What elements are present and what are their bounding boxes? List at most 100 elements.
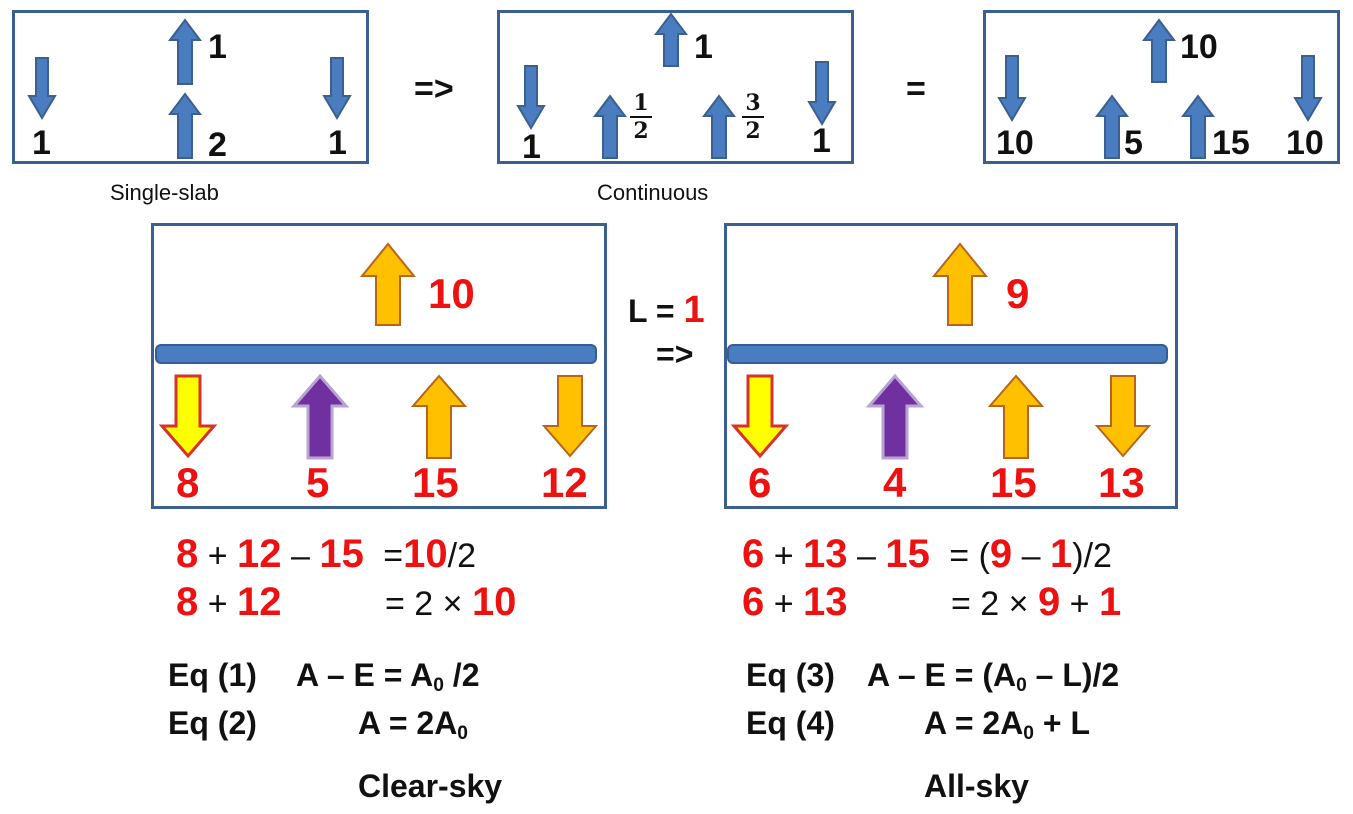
term: 13 [803, 580, 848, 624]
term: 9 [1037, 580, 1061, 624]
yellow-down-arrow-icon [158, 374, 218, 459]
clear-sky-numeric-eq-1: 8 + 12 – 15 =10/2 [176, 534, 476, 574]
operator: + [207, 537, 228, 575]
purple-up-arrow-icon [865, 373, 925, 460]
all-sky-sfc-up-value: 15 [990, 459, 1037, 506]
clear-sky-slab [155, 344, 597, 364]
single-slab-caption: Single-slab [110, 180, 219, 205]
eq1-label: Eq (1) [168, 657, 257, 693]
term: 6 [742, 532, 765, 576]
eq4-subscript: 0 [1023, 722, 1034, 744]
eq2-expression: A = 2A0 [358, 707, 468, 743]
scaled-up-top-value: 10 [1180, 28, 1218, 66]
term: 15 [885, 532, 930, 576]
operator: – [290, 537, 310, 575]
eq1-tail: /2 [443, 657, 480, 693]
term: 12 [237, 532, 282, 576]
all-sky-numeric-eq-1: 6 + 13 – 15 = (9 – 1)/2 [742, 534, 1112, 574]
up-arrow-icon [168, 18, 202, 85]
up-arrow-icon [1095, 94, 1129, 159]
continuous-down-right-value: 1 [812, 122, 831, 160]
up-arrow-icon [168, 92, 202, 159]
operator: = [383, 537, 404, 575]
continuous-up-top-value: 1 [694, 28, 713, 66]
eq4-left: A = 2A [924, 705, 1024, 741]
eq4-label: Eq (4) [746, 705, 835, 741]
up-arrow-icon [1181, 94, 1215, 159]
eq1-left: A – E = A [296, 657, 434, 693]
eq2-subscript: 0 [457, 722, 468, 744]
operator: /2 [447, 537, 477, 575]
clear-sky-numeric-eq-2: 8 + 12 = 2 × 10 [176, 582, 516, 622]
clear-sky-sfc-down-sw-value: 8 [176, 459, 200, 506]
scaled-down-left-value: 10 [996, 124, 1034, 162]
all-sky-caption: All-sky [924, 768, 1029, 804]
clear-sky-sfc-down-value: 12 [541, 459, 588, 506]
operator-equals: = [906, 70, 926, 108]
eq3-tail: – L)/2 [1026, 657, 1120, 693]
operator-implies-middle: => [656, 336, 694, 372]
eq1-expression: A – E = A0 /2 [296, 659, 479, 695]
eq3-left: A – E = (A [867, 657, 1017, 693]
operator: + [773, 537, 794, 575]
down-arrow-icon [1293, 55, 1323, 122]
term: 8 [176, 580, 199, 624]
single-slab-up-top-value: 1 [208, 28, 227, 66]
eq4-expression: A = 2A0 + L [924, 707, 1090, 743]
down-arrow-icon [997, 55, 1027, 122]
clear-sky-caption: Clear-sky [358, 768, 503, 804]
eq3-label: Eq (3) [746, 657, 835, 693]
continuous-caption: Continuous [597, 180, 709, 205]
clear-sky-sfc-up-purple-value: 5 [306, 459, 330, 506]
scaled-up-a-value: 5 [1124, 124, 1143, 162]
term: 8 [176, 532, 199, 576]
term: 10 [403, 532, 448, 576]
down-arrow-icon [27, 57, 57, 120]
all-sky-sfc-down-sw-value: 6 [748, 459, 772, 506]
orange-down-arrow-icon [1094, 375, 1152, 458]
operator: = ( [949, 537, 990, 575]
operator: – [856, 537, 876, 575]
term: 15 [319, 532, 364, 576]
term: 6 [742, 580, 765, 624]
single-slab-up-mid-value: 2 [208, 126, 227, 164]
up-arrow-icon [593, 94, 627, 159]
orange-up-arrow-icon [931, 242, 989, 326]
orange-up-arrow-icon [359, 242, 417, 326]
orange-down-arrow-icon [541, 375, 599, 458]
clear-sky-toa-up-value: 10 [428, 270, 475, 317]
up-arrow-icon [1142, 18, 1176, 83]
all-sky-toa-up-value: 9 [1006, 270, 1030, 317]
term: 13 [803, 532, 848, 576]
continuous-down-left-value: 1 [522, 128, 541, 166]
all-sky-sfc-down-value: 13 [1098, 459, 1145, 506]
scaled-up-b-value: 15 [1212, 124, 1250, 162]
term: 1 [1050, 532, 1073, 576]
lambda-value: 1 [683, 289, 705, 331]
single-slab-down-left-value: 1 [32, 124, 51, 162]
term: 12 [237, 580, 282, 624]
operator: + [1069, 585, 1090, 623]
operator: )/2 [1072, 537, 1112, 575]
down-arrow-icon [516, 65, 546, 130]
operator: – [1021, 537, 1041, 575]
clear-sky-sfc-up-value: 15 [412, 459, 459, 506]
purple-up-arrow-icon [290, 373, 350, 460]
scaled-down-right-value: 10 [1286, 124, 1324, 162]
all-sky-sfc-up-purple-value: 4 [883, 459, 907, 506]
eq2-label: Eq (2) [168, 705, 257, 741]
term: 9 [989, 532, 1013, 576]
all-sky-slab [727, 344, 1168, 364]
operator-implies: => [414, 70, 454, 108]
orange-up-arrow-icon [410, 374, 468, 459]
eq3-expression: A – E = (A0 – L)/2 [867, 659, 1119, 695]
eq3-subscript: 0 [1016, 674, 1027, 696]
term: 10 [471, 580, 517, 624]
eq2-left: A = 2A [358, 705, 458, 741]
operator: + [207, 585, 228, 623]
down-arrow-icon [322, 57, 352, 120]
